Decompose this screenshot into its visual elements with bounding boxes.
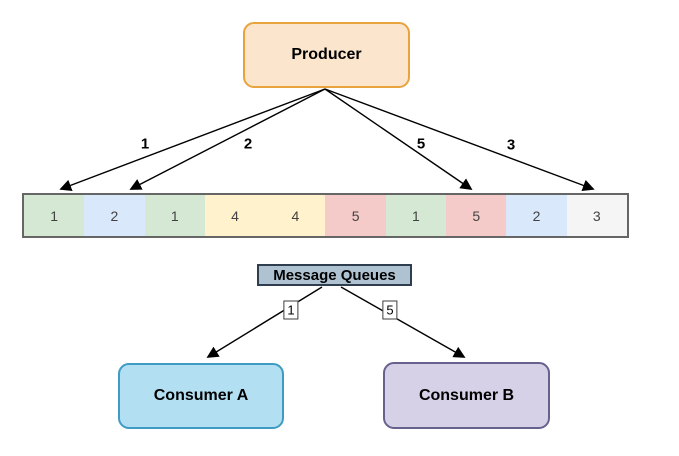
message-queues-title: Message Queues bbox=[257, 264, 412, 286]
consumer-a-label: Consumer A bbox=[153, 387, 249, 404]
queue-cell: 2 bbox=[506, 195, 567, 236]
partition-arrow-label-3: 3 bbox=[506, 136, 516, 154]
partition-arrow-label-2: 2 bbox=[243, 135, 253, 153]
consumer-b-node: Consumer B bbox=[383, 362, 550, 429]
partition-arrow-label-5: 5 bbox=[416, 135, 426, 153]
queue-cell: 1 bbox=[385, 195, 447, 236]
queue-cell: 5 bbox=[325, 195, 386, 236]
queue-cell: 2 bbox=[84, 195, 145, 236]
producer-arrow-line-1 bbox=[59, 88, 326, 191]
message-queue-row: 1 2 1 4 4 5 1 5 2 3 bbox=[22, 193, 629, 238]
delivery-arrow-label-1: 1 bbox=[283, 300, 299, 320]
queue-cell: 1 bbox=[24, 195, 85, 236]
producer-arrow-line-3 bbox=[324, 88, 595, 192]
producer-arrow-line-2 bbox=[129, 88, 326, 190]
producer-arrow-line-5 bbox=[324, 88, 473, 191]
consumer-b-label: Consumer B bbox=[418, 386, 515, 404]
queue-cell: 3 bbox=[566, 195, 627, 236]
message-queues-title-label: Message Queues bbox=[273, 266, 396, 284]
partition-arrow-label-1: 1 bbox=[140, 135, 150, 153]
queue-cell: 1 bbox=[144, 195, 205, 236]
queue-cell: 4 bbox=[265, 195, 326, 236]
delivery-arrow-label-5: 5 bbox=[382, 300, 398, 320]
consumer-a-arrow-line bbox=[206, 286, 323, 358]
consumer-b-arrow-line bbox=[340, 286, 466, 358]
producer-node: Producer bbox=[243, 22, 410, 88]
queue-cell: 5 bbox=[446, 195, 507, 236]
producer-label: Producer bbox=[291, 46, 362, 63]
queue-cell: 4 bbox=[204, 195, 266, 236]
consumer-a-node: Consumer A bbox=[118, 363, 284, 429]
